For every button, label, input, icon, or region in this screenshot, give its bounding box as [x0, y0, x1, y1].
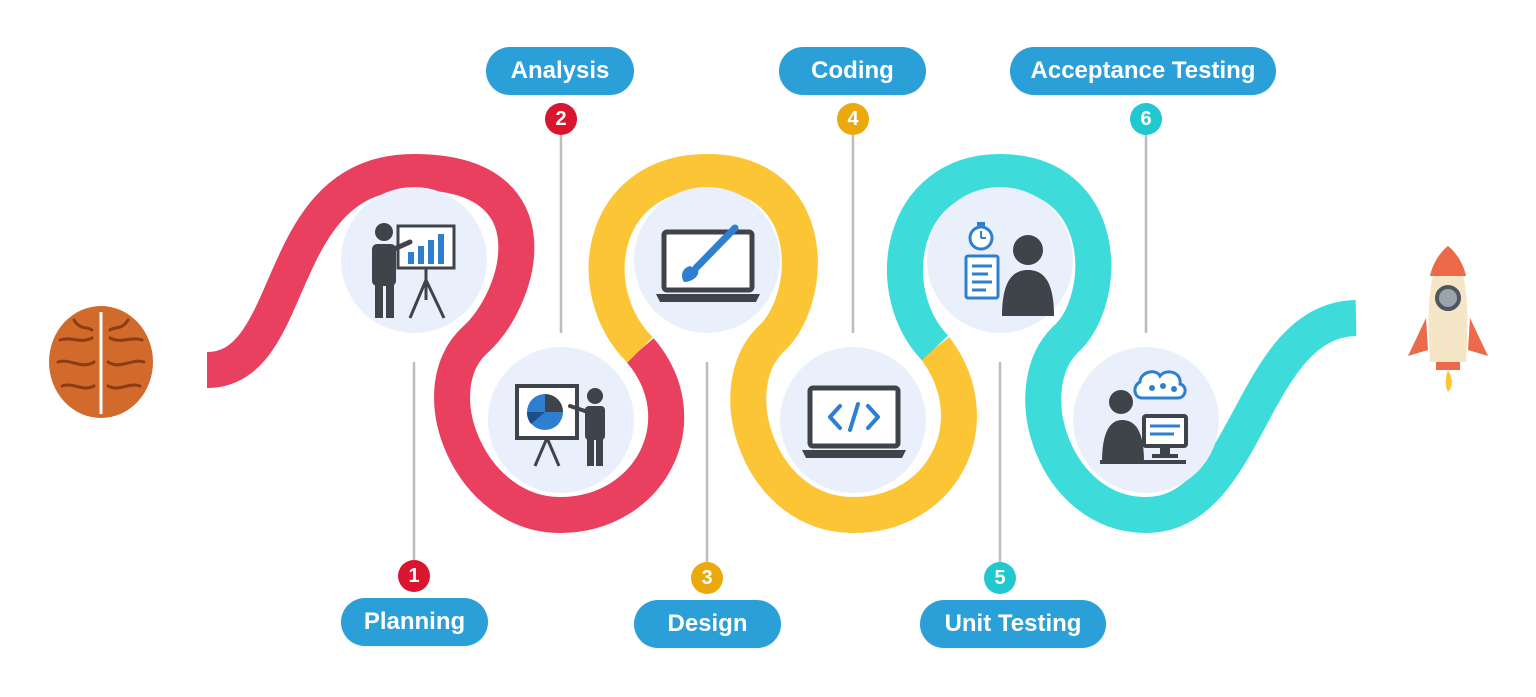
path-segment-red: [205, 153, 685, 534]
path-segment-yellow: [588, 153, 977, 534]
stopwatch-user-icon: [964, 222, 1054, 316]
stage-label-analysis: Analysis: [486, 47, 634, 95]
presentation-chart-icon: [372, 223, 456, 319]
rocket-icon: [1408, 246, 1488, 392]
laptop-code-icon: [802, 385, 906, 458]
connector-lines: [412, 135, 1148, 562]
stage-number-1: 1: [398, 560, 430, 592]
winding-path: [205, 153, 1358, 534]
stage-number-4: 4: [837, 103, 869, 135]
stage-label-acceptance-testing: Acceptance Testing: [1010, 47, 1276, 95]
path-segment-cyan: [887, 153, 1358, 534]
stage-number-2: 2: [545, 103, 577, 135]
stage-label-design: Design: [634, 600, 781, 648]
stage-number-6: 6: [1130, 103, 1162, 135]
stage-label-coding: Coding: [779, 47, 926, 95]
stage-number-3: 3: [691, 562, 723, 594]
stage-number-5: 5: [984, 562, 1016, 594]
laptop-brush-icon: [656, 224, 760, 302]
user-feedback-icon: [1100, 370, 1188, 464]
pie-chart-presenter-icon: [515, 384, 605, 467]
brain-icon: [49, 306, 153, 418]
stage-label-unit-testing: Unit Testing: [920, 600, 1106, 648]
stage-label-planning: Planning: [341, 598, 488, 646]
